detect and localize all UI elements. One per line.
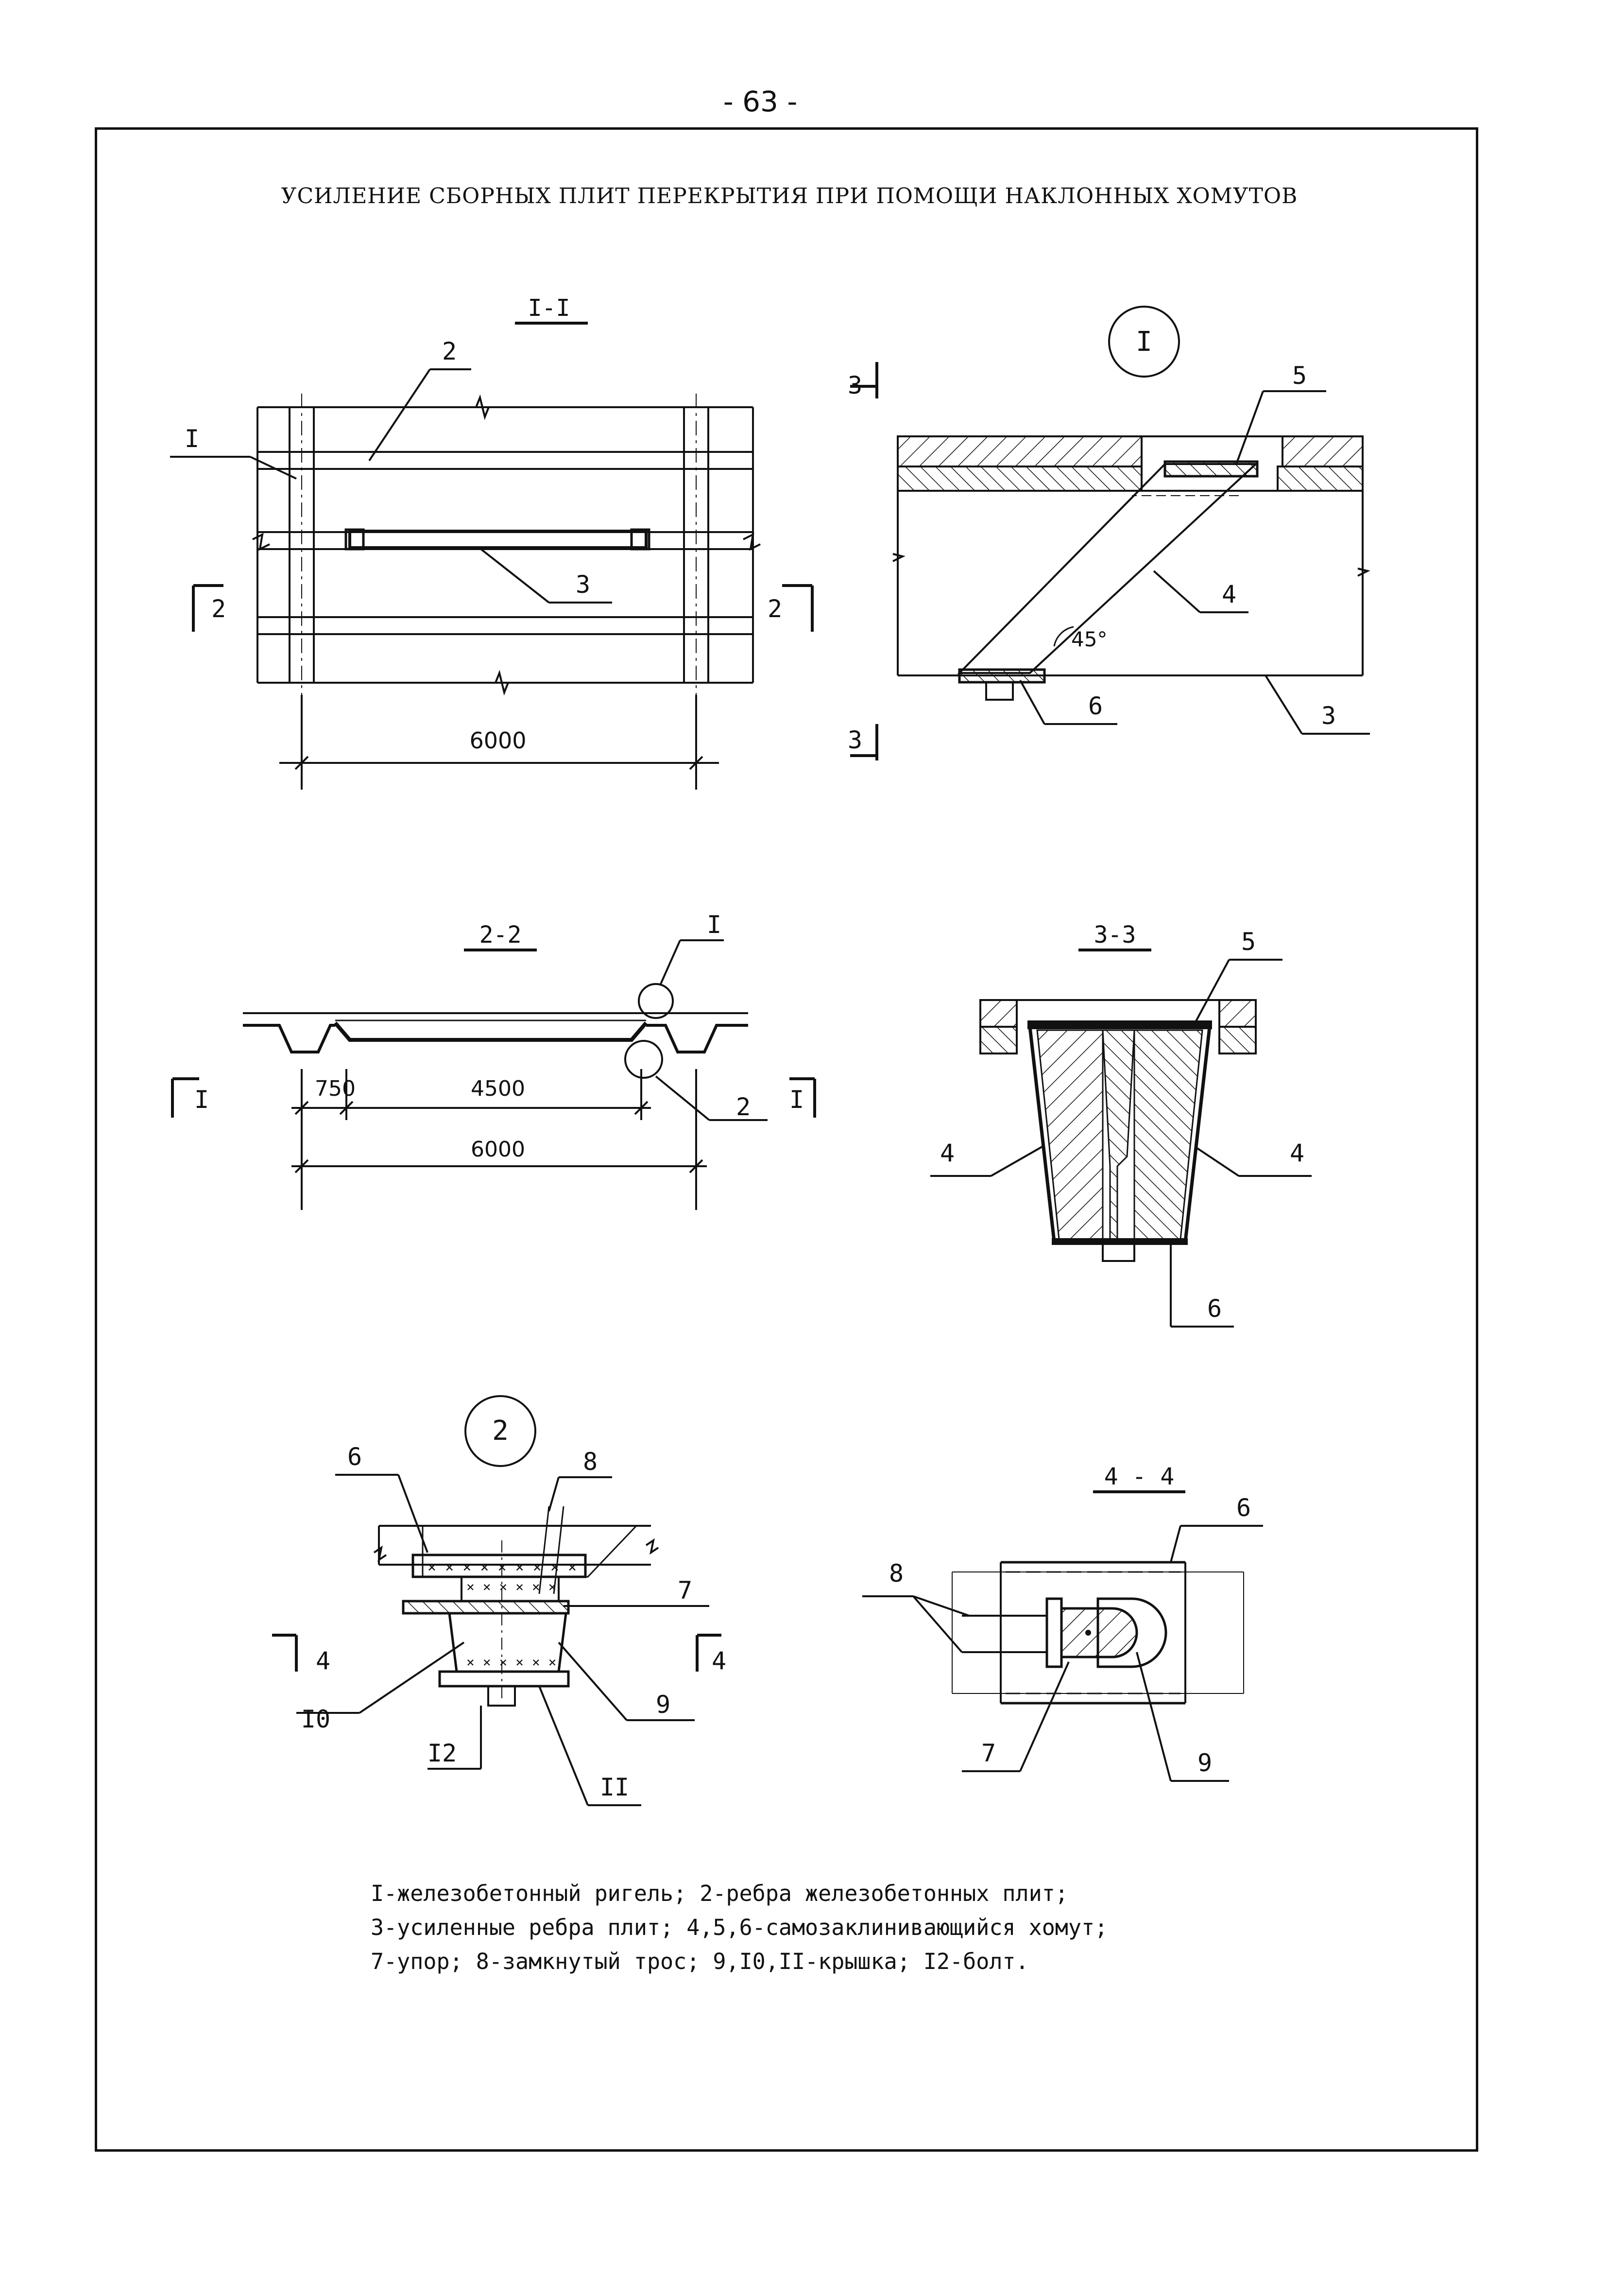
dimension-4500: 4500: [471, 1076, 525, 1101]
label-cover-9-sec: 9: [1197, 1749, 1212, 1777]
callout-circle-1: [638, 983, 674, 1019]
bottom-plate: [958, 668, 1046, 684]
angle-label: 45°: [1071, 627, 1107, 651]
detail-callout-circle: [1108, 306, 1180, 378]
label-rope-8-sec: 8: [889, 1559, 904, 1588]
drawing-frame: [95, 127, 1478, 2152]
slab-right-top: [1282, 435, 1364, 467]
label-clamp: 4: [1222, 580, 1236, 608]
section-2-2-caption: 2-2: [479, 921, 522, 949]
strengthened-rib: [348, 530, 648, 549]
label-top-plate: 5: [1292, 362, 1307, 390]
section-3-3: 3-3 5 4 4 6: [930, 921, 1312, 1328]
svg-text:× × × × × ×: × × × × × ×: [466, 1654, 556, 1670]
slab-left-bottom: [897, 466, 1143, 492]
section-2-2: 2-2 I 2 750 4500 6000 I I: [171, 911, 816, 1210]
label-bottom-plate: 6: [1088, 692, 1103, 720]
section-mark-4-right: 4: [712, 1647, 726, 1675]
section-mark-I-left: I: [194, 1086, 209, 1114]
label-strengthened-rib: 3: [576, 570, 590, 599]
break-mark: [475, 394, 490, 420]
label-clamp-right: 4: [1290, 1139, 1304, 1167]
plan-caption: I-I: [528, 294, 570, 322]
label-stop-7-sec: 7: [981, 1739, 996, 1767]
cover-plate: [402, 1600, 570, 1615]
label-cover-11: II: [600, 1773, 629, 1801]
label-callout-1: I: [707, 911, 721, 939]
cover-11: [438, 1670, 570, 1688]
section-mark-top: 3: [848, 371, 862, 399]
stop-7-flange: [1045, 1597, 1063, 1668]
slab-left: [979, 999, 1018, 1028]
leader-rigel: [250, 456, 297, 480]
label-top-plate: 5: [1241, 928, 1256, 956]
wedge: [1102, 1029, 1135, 1240]
detail-2-callout: 2: [492, 1415, 509, 1447]
rigel-profile-left: [243, 1024, 335, 1053]
section-mark-4-left: 4: [316, 1647, 330, 1675]
dimension-6000: 6000: [469, 727, 526, 754]
label-plate-6: 6: [347, 1443, 362, 1471]
inclined-clamp: [957, 463, 1259, 674]
detail-callout: I: [1136, 326, 1152, 358]
page-number: - 63 -: [723, 85, 798, 118]
legend-line-3: 7-упор; 8-замкнутый трос; 9,I0,II-крышка…: [371, 1949, 1029, 1974]
label-plate-6-sec: 6: [1236, 1494, 1251, 1522]
label-rope-8: 8: [583, 1448, 598, 1476]
label-cover-10: I0: [301, 1705, 330, 1733]
detail-2: 2 × × × × × × × × × × × × × × × × × × × …: [272, 1395, 726, 1806]
bolt-head: [985, 681, 1014, 701]
slab-left-top: [897, 435, 1143, 467]
section-3-3-caption: 3-3: [1094, 921, 1136, 949]
callout-circle-2: [624, 1040, 663, 1079]
rope-8: [538, 1506, 564, 1594]
legend-line-2: 3-усиленные ребра плит; 4,5,6-самозаклин…: [371, 1915, 1108, 1940]
bottom-plate: [1052, 1238, 1188, 1245]
detail-1: I 45° 5 4 6 3 3 3: [848, 306, 1370, 760]
label-bottom-plate: 6: [1207, 1295, 1222, 1323]
label-rib: 2: [442, 337, 457, 365]
break-mark: [495, 670, 509, 696]
label-cover-9: 9: [656, 1691, 670, 1719]
top-plate: [1027, 1020, 1212, 1029]
cover-9-shape: [1096, 1597, 1167, 1668]
section-mark-bottom: 3: [848, 726, 862, 754]
label-rigel: I: [185, 425, 199, 453]
leader-rib: [368, 368, 431, 462]
leader-strengthened-rib: [480, 548, 550, 604]
label-rib-3: 3: [1321, 702, 1336, 730]
plan-view: I-I I 2 3 2: [170, 294, 814, 790]
section-mark-right: 2: [768, 595, 782, 623]
slab-right-bottom: [1277, 466, 1364, 492]
section-mark-left: 2: [211, 595, 226, 623]
top-plate: [1163, 460, 1259, 478]
dimension-750: 750: [315, 1076, 356, 1101]
section-4-4: 4 - 4 6 8 7 9: [862, 1463, 1263, 1782]
section-4-4-caption: 4 - 4: [1104, 1463, 1175, 1490]
label-clamp-left: 4: [940, 1139, 955, 1167]
dimension-6000-lower: 6000: [471, 1137, 525, 1162]
svg-text:× × × × × ×: × × × × × ×: [466, 1579, 556, 1595]
rigel-profile-right: [646, 1024, 748, 1053]
label-stop-7: 7: [678, 1576, 692, 1605]
slab-profile: [333, 1021, 648, 1042]
legend-line-1: I-железобетонный ригель; 2-ребра железоб…: [371, 1881, 1068, 1906]
label-callout-2: 2: [736, 1093, 751, 1121]
section-mark-I-right: I: [789, 1086, 804, 1114]
label-bolt-12: I2: [427, 1739, 457, 1767]
drawing-title: УСИЛЕНИЕ СБОРНЫХ ПЛИТ ПЕРЕКРЫТИЯ ПРИ ПОМ…: [281, 184, 1298, 208]
slab-right: [1218, 999, 1257, 1028]
stop-7-body: [1060, 1607, 1138, 1658]
detail-2-callout-circle: [464, 1395, 536, 1467]
